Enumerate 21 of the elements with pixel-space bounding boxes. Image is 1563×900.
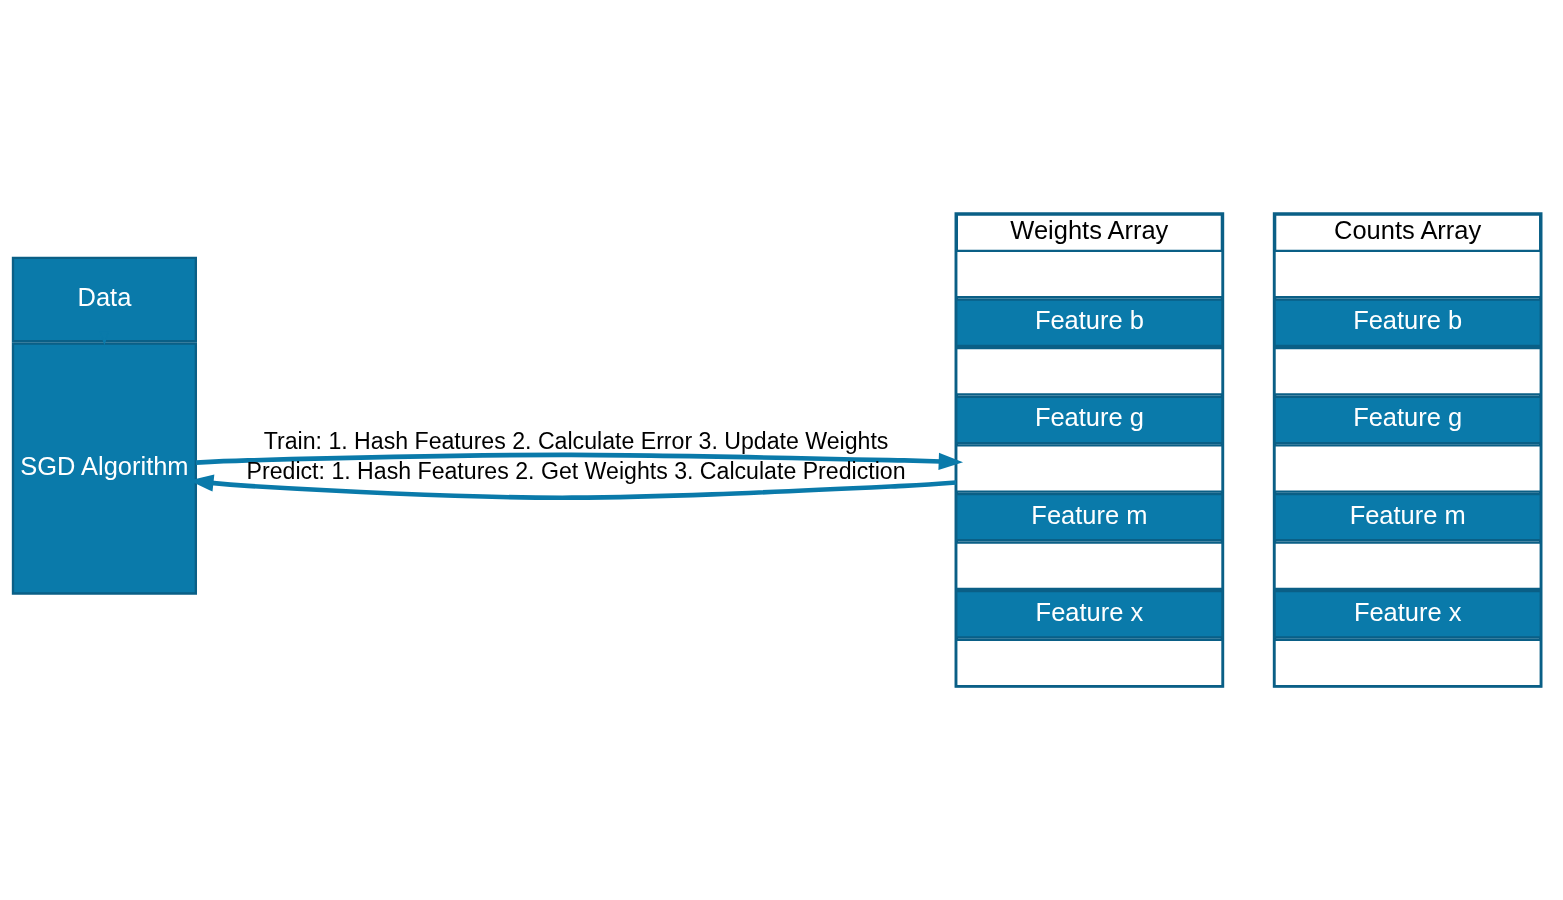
node-box: Feature b <box>1273 298 1542 347</box>
node-box: Feature m <box>955 492 1224 542</box>
node-box: Feature g <box>1273 395 1542 445</box>
arrow <box>195 452 964 470</box>
node-box <box>955 347 1224 396</box>
node-box <box>1273 347 1542 396</box>
node-box <box>955 249 1224 299</box>
node-box: Feature x <box>1273 590 1542 639</box>
node-box: Feature m <box>1273 492 1542 542</box>
node-box: Feature b <box>955 298 1224 347</box>
edge-label: Predict: 1. Hash Features 2. Get Weights 3. Calculate Prediction <box>246 457 906 484</box>
node-box <box>1273 541 1542 591</box>
node-box: Feature g <box>955 395 1224 445</box>
node-box <box>955 541 1224 591</box>
node-box <box>1273 249 1542 299</box>
node-box <box>955 638 1224 688</box>
node-box <box>1273 638 1542 688</box>
node-box <box>955 444 1224 493</box>
node-box <box>1273 444 1542 493</box>
edge-label: Train: 1. Hash Features 2. Calculate Error 3. Update Weights <box>263 427 889 454</box>
node-box: Feature x <box>955 590 1224 639</box>
